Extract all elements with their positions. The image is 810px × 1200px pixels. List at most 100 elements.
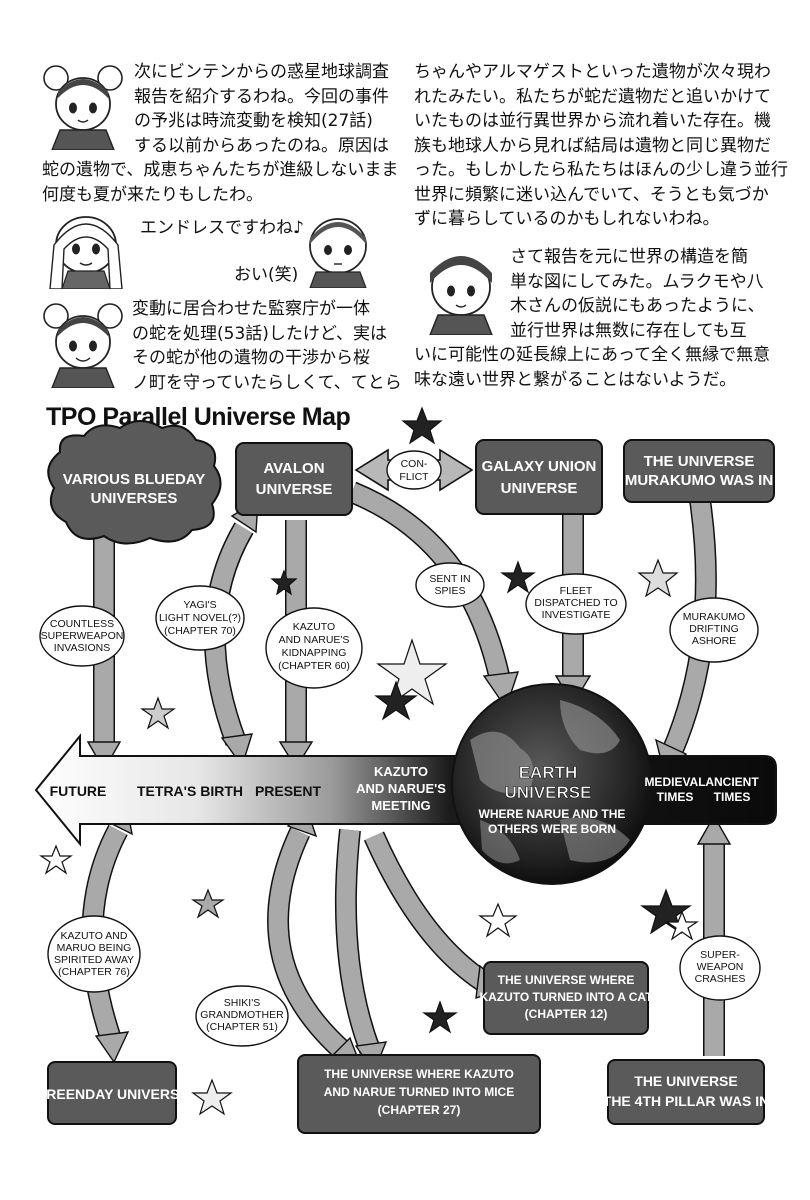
right-upper-line: れたみたい。私たちが蛇だ遺物だと追いかけて <box>414 86 771 107</box>
bubble-kidnapping <box>265 607 363 689</box>
bubble-label: ASHORE <box>692 635 736 647</box>
right-lower-line: いに可能性の延長線上にあって全く無縁で無意 <box>414 345 771 365</box>
box-label: (CHAPTER 27) <box>378 1103 461 1117</box>
bubble-superweapon-crashes <box>679 935 761 1001</box>
bubble-spirited-away <box>47 915 141 993</box>
intro-line: 次にビンテンからの惑星地球調査 <box>134 62 389 82</box>
character-avatar-1 <box>43 65 123 150</box>
svg-text:CON-FLICT: CON-FLICT <box>399 458 429 483</box>
star-decoration <box>422 1000 458 1034</box>
star-decoration <box>376 638 448 706</box>
box-galaxy-union-universe <box>475 439 603 515</box>
character-avatar-2 <box>49 216 123 289</box>
star-decoration <box>665 910 699 941</box>
bubble-label: SPIRITED AWAY <box>54 954 134 966</box>
intro-line: 何度も夏が来たりもしたわ。 <box>42 184 263 205</box>
box-label: THE UNIVERSE <box>634 1073 737 1089</box>
right-lower-line: 並行世界は無数に存在しても互 <box>510 320 747 341</box>
box-label: GALAXY UNION <box>482 458 597 475</box>
earth-label: UNIVERSE <box>505 783 592 802</box>
bubble-label: MURAKUMO <box>683 611 745 623</box>
box-label: (CHAPTER 12) <box>525 1007 608 1021</box>
right-lower-text: さて報告を元に世界の構造を簡 単な図にしてみた。ムラクモや八 木さんの仮説にもあ… <box>414 245 770 392</box>
bubble-label: GRANDMOTHER <box>200 1009 284 1021</box>
earth-label: EARTH <box>519 763 578 782</box>
right-upper-line: 世界に頻繁に迷い込んでいて、そうとも気づか <box>414 184 769 205</box>
bubble-yagi-light-novel <box>155 585 245 651</box>
bubble-sent-in-spies <box>415 562 485 608</box>
character-avatar-5 <box>429 256 493 335</box>
intro-line: の予兆は時流変動を検知(27話) <box>134 111 373 131</box>
box-greenday-universe <box>47 1061 177 1125</box>
right-upper-line: 族も地球人から見れば結局は遺物と同じ異物だ <box>414 135 771 156</box>
right-lower-line: 木さんの仮説にもあったように、 <box>510 296 765 316</box>
box-label: THE 4TH PILLAR WAS IN <box>603 1093 769 1109</box>
star-decoration <box>640 888 692 935</box>
star-decoration <box>140 696 176 730</box>
right-upper-line: った。もしかしたら私たちはほんの少し違う並行 <box>414 160 788 180</box>
dialog-line-2: おい(笑) <box>234 265 299 285</box>
star-decoration <box>191 1078 233 1116</box>
box-cat-universe <box>483 961 649 1035</box>
bubble-label: (CHAPTER 60) <box>278 660 350 672</box>
timeline-label-ancient: ANCIENT <box>705 775 759 789</box>
dialog-line-1: エンドレスですわね♪ <box>140 218 304 238</box>
box-blueday-universes <box>47 420 222 545</box>
bubble-label: SUPERWEAPON <box>41 630 124 642</box>
earth-sublabel: WHERE NARUE AND THE <box>479 807 626 821</box>
box-label: THE UNIVERSE WHERE <box>498 973 635 987</box>
bubble-label: SPIES <box>435 585 466 597</box>
earth-globe <box>451 683 653 885</box>
bubble-label: AND NARUE'S <box>279 634 350 646</box>
bubble-label: INVASIONS <box>54 642 110 654</box>
bubble-murakumo-drifting <box>669 597 759 663</box>
bubble-label: SENT IN <box>429 573 470 585</box>
bubble-superweapon-invasions <box>39 605 125 667</box>
right-lower-line: 味な遠い世界と繋がることはないようだ。 <box>414 369 737 390</box>
box-label: UNIVERSES <box>91 490 178 507</box>
star-decoration <box>401 406 443 445</box>
right-lower-line: さて報告を元に世界の構造を簡 <box>510 247 748 267</box>
timeline-label-present: PRESENT <box>255 783 322 799</box>
bubble-label: SUPER- <box>700 949 740 961</box>
bubble-fleet-dispatched <box>525 573 627 635</box>
box-label: UNIVERSE <box>256 481 333 498</box>
intro-line: 蛇の遺物で、成恵ちゃんたちが進級しないまま <box>42 160 399 180</box>
right-upper-text: ちゃんやアルマゲストといった遺物が次々現わ れたみたい。私たちが蛇だ遺物だと追い… <box>414 60 788 232</box>
box-label: THE UNIVERSE <box>644 453 755 470</box>
timeline-label-meeting: AND NARUE'S <box>356 781 446 796</box>
conflict-double-arrow <box>354 448 474 492</box>
right-upper-line: ちゃんやアルマゲストといった遺物が次々現わ <box>414 62 771 82</box>
left-lower-line: その蛇が他の遺物の干渉から桜 <box>132 348 370 368</box>
box-label: THE UNIVERSE WHERE KAZUTO <box>324 1067 514 1081</box>
bubble-label: CRASHES <box>695 973 746 985</box>
left-lower-line: の蛇を処理(53話)したけど、実は <box>132 323 388 344</box>
box-label: KAZUTO TURNED INTO A CAT <box>479 990 653 1004</box>
bubble-label: SHIKI'S <box>224 997 260 1009</box>
bubble-label: DRIFTING <box>689 623 739 635</box>
intro-line: 報告を紹介するわね。今回の事件 <box>134 86 389 107</box>
star-decoration <box>191 888 225 919</box>
star-decoration <box>637 558 679 598</box>
bubble-label: KIDNAPPING <box>282 647 347 659</box>
bubble-label: INVESTIGATE <box>542 609 611 621</box>
bubble-label: KAZUTO <box>293 621 335 633</box>
star-decoration <box>270 569 298 596</box>
character-avatar-3 <box>309 218 367 288</box>
bubble-label: CON- <box>401 458 428 470</box>
